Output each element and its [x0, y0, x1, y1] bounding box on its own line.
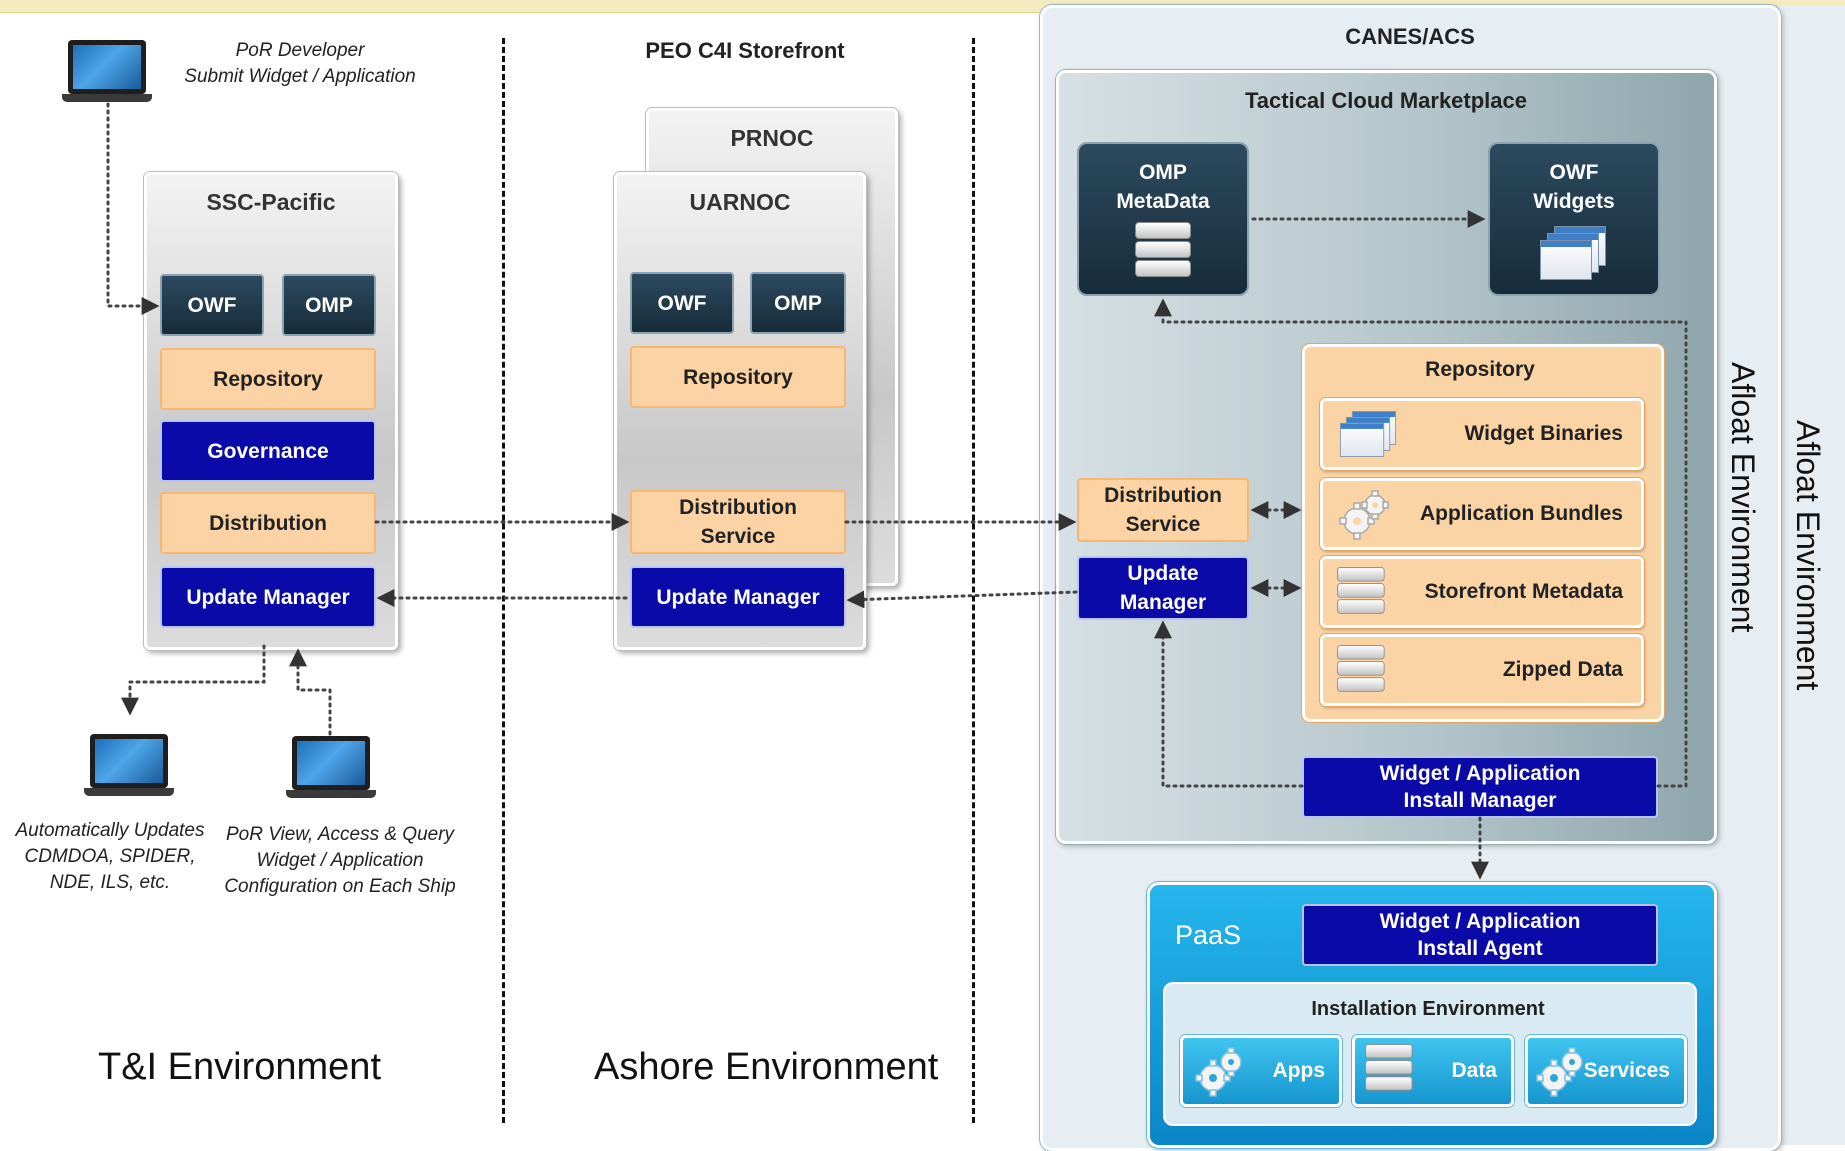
repo-item-label: Storefront Metadata [1424, 580, 1623, 603]
database-icon [1135, 222, 1191, 280]
box-line: Service [700, 525, 776, 548]
box-line: Manager [1119, 591, 1207, 614]
uarnoc-omp-box[interactable]: OMP [750, 272, 846, 334]
ti-environment-label: T&I Environment [98, 1046, 381, 1088]
afloat-environment-label-outer: Afloat Environment [1790, 420, 1826, 691]
widget-windows-icon [1339, 411, 1397, 457]
repo-item-label: Widget Binaries [1464, 422, 1623, 445]
gears-icon [1339, 490, 1389, 540]
box-line: Widgets [1533, 190, 1615, 213]
ssc-distribution-box[interactable]: Distribution [160, 492, 376, 554]
zipped-data-item[interactable]: Zipped Data [1320, 634, 1644, 706]
uarnoc-title: UARNOC [689, 189, 791, 215]
data-item[interactable]: Data [1352, 1035, 1514, 1107]
box-line: OWF [1549, 161, 1599, 184]
repo-item-label: Application Bundles [1419, 502, 1623, 525]
paas-item-label: Services [1583, 1059, 1670, 1082]
caption-line: Widget / Application [256, 850, 424, 871]
paas-item-label: Apps [1272, 1059, 1326, 1082]
uarnoc-owf-box[interactable]: OWF [630, 272, 734, 334]
box-line: Service [1125, 513, 1201, 536]
uarnoc-update-manager-box[interactable]: Update Manager [630, 566, 846, 628]
ssc-to-auto-updates-arrow [121, 644, 266, 716]
database-icon [1337, 567, 1385, 616]
connector-layer [106, 102, 1688, 880]
por-view-caption: PoR View, Access & Query Widget / Applic… [215, 822, 465, 900]
box-line: OMP [1139, 161, 1187, 184]
ssc-omp-box[interactable]: OMP [282, 274, 376, 336]
canes-repository-title: Repository [1425, 358, 1535, 381]
auto-updates-caption: Automatically Updates CDMDOA, SPIDER, ND… [5, 818, 215, 896]
widget-windows-icon [1540, 226, 1606, 280]
install-manager-to-metadata-arrow [1154, 298, 1688, 788]
canes-acs-title: CANES/ACS [1345, 24, 1475, 49]
ssc-update-manager-box[interactable]: Update Manager [160, 566, 376, 628]
canes-update-manager-box[interactable]: Update Manager [1077, 556, 1249, 620]
developer-to-owf-arrow [106, 102, 160, 315]
storefront-title: PEO C4I Storefront [645, 38, 845, 63]
gears-icon [1536, 1047, 1583, 1097]
install-manager-to-update-arrow [1154, 620, 1304, 788]
ssc-repository-box[interactable]: Repository [160, 348, 376, 410]
caption-line: CDMDOA, SPIDER, [24, 846, 196, 867]
caption-line: Submit Widget / Application [184, 66, 416, 87]
marketplace-title: Tactical Cloud Marketplace [1244, 88, 1527, 113]
storefront-metadata-item[interactable]: Storefront Metadata [1320, 556, 1644, 628]
box-line: MetaData [1116, 190, 1210, 213]
box-line: Widget / Application [1379, 910, 1581, 933]
application-bundles-item[interactable]: Application Bundles [1320, 478, 1644, 550]
widget-binaries-item[interactable]: Widget Binaries [1320, 398, 1644, 470]
ssc-governance-box[interactable]: Governance [160, 420, 376, 482]
box-line: Install Agent [1417, 937, 1543, 960]
afloat-environment-label-inner: Afloat Environment [1725, 362, 1761, 633]
ssc-pacific-title: SSC-Pacific [206, 189, 336, 215]
por-view-to-ssc-arrow [289, 648, 332, 736]
database-icon [1365, 1044, 1413, 1093]
caption-line: PoR Developer [235, 40, 365, 61]
gears-icon [1195, 1047, 1242, 1097]
paas-item-label: Data [1451, 1059, 1497, 1082]
caption-line: Configuration on Each Ship [224, 876, 456, 897]
paas-label: PaaS [1175, 920, 1242, 950]
box-line: Update [1127, 562, 1199, 585]
database-icon [1337, 645, 1385, 694]
box-line: Distribution [1104, 484, 1222, 507]
uarnoc-distribution-service-box[interactable]: Distribution Service [630, 490, 846, 554]
install-agent-box[interactable]: Widget / Application Install Agent [1302, 904, 1658, 966]
apps-item[interactable]: Apps [1180, 1035, 1342, 1107]
caption-line: Automatically Updates [15, 820, 205, 841]
box-line: Distribution [679, 496, 797, 519]
box-line: Install Manager [1403, 789, 1557, 812]
boundary-ashore-afloat [972, 38, 975, 1123]
ashore-environment-label: Ashore Environment [594, 1046, 939, 1088]
installation-environment-title: Installation Environment [1311, 998, 1545, 1020]
por-developer-caption: PoR Developer Submit Widget / Applicatio… [150, 38, 450, 90]
prnoc-title: PRNOC [730, 125, 814, 151]
caption-line: NDE, ILS, etc. [49, 872, 171, 893]
services-item[interactable]: Services [1525, 1035, 1687, 1107]
canes-to-uarnoc-update-arrow [846, 590, 1078, 609]
box-line: Widget / Application [1379, 762, 1581, 785]
repo-item-label: Zipped Data [1502, 658, 1623, 681]
canes-distribution-service-box[interactable]: Distribution Service [1077, 478, 1249, 542]
boundary-ti-ashore [502, 38, 505, 1123]
uarnoc-repository-box[interactable]: Repository [630, 346, 846, 408]
ssc-owf-box[interactable]: OWF [160, 274, 264, 336]
caption-line: PoR View, Access & Query [225, 824, 455, 845]
